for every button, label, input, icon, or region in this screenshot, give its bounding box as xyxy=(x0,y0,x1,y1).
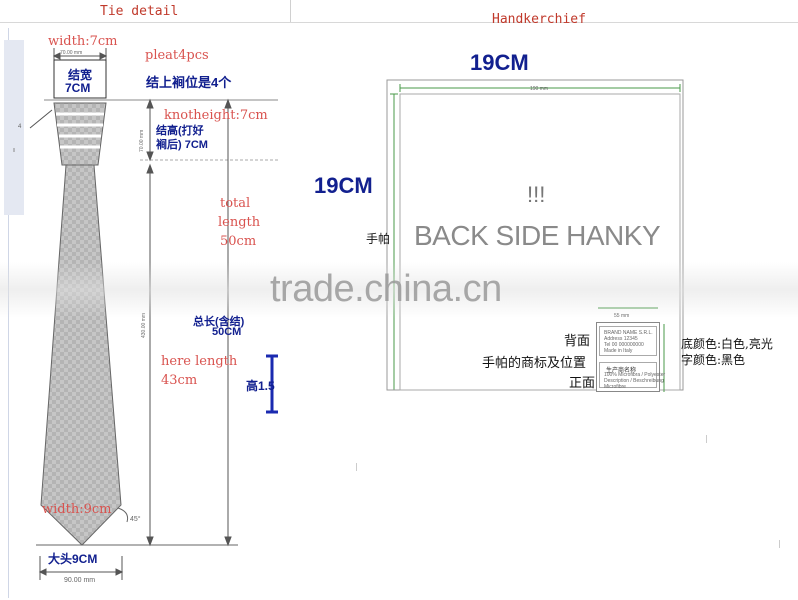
stray-mark xyxy=(779,540,780,548)
knot-width-box-cn: 结宽 xyxy=(68,68,93,82)
logo-line: Address 12345 xyxy=(604,336,638,342)
logo-line: 生产商名称 xyxy=(606,368,637,374)
hanky-left-size: 19CM xyxy=(314,173,373,198)
watermark-band xyxy=(0,262,798,318)
angle-label: 45° xyxy=(130,516,141,523)
knot-height-cn-line1: 结高(打好 xyxy=(156,125,204,137)
hanky-logo-box xyxy=(596,322,660,392)
header-strip xyxy=(0,0,798,23)
hanky-back-label: 背面 xyxy=(564,334,591,349)
logo-line: BRAND NAME S.R.L. xyxy=(604,330,653,336)
tie-knot xyxy=(53,102,107,166)
bottom-width-dimension xyxy=(38,556,124,580)
hanky-text-color: 字颜色:黑色 xyxy=(681,353,746,367)
side-height-mark: 高1.5 xyxy=(246,379,275,393)
total-length-line1: total xyxy=(220,196,251,211)
pleat-label: pleat4pcs xyxy=(145,48,209,63)
hanky-top-mm: 190 mm xyxy=(530,86,549,92)
handkerchief-header: Handkerchief xyxy=(492,12,586,27)
hanky-center-mark: !!! xyxy=(527,182,546,207)
side-bracket xyxy=(266,354,278,414)
total-length-line3: 50cm xyxy=(220,234,257,249)
knot-width-dimension xyxy=(52,48,108,99)
here-length-line2: 43cm xyxy=(161,373,198,388)
left-pointer-mark: 4 xyxy=(18,124,22,130)
total-length-line2: length xyxy=(218,215,261,230)
knot-height-mm: 70.00 mm xyxy=(139,129,145,152)
watermark-text: trade.china.cn xyxy=(270,268,502,310)
logo-line: Microfibre xyxy=(604,384,626,390)
hanky-top-size: 19CM xyxy=(470,50,529,75)
tie-drawing xyxy=(13,48,278,580)
bottom-width-red-label: width:9cm xyxy=(42,502,112,517)
total-length-cn: 总长(含结) xyxy=(193,316,245,328)
hanky-base-color: 底颜色:白色,亮光 xyxy=(681,337,773,351)
hanky-label: 手帕 xyxy=(366,232,391,246)
knot-width-red-label: width:7cm xyxy=(48,34,118,49)
stray-mark xyxy=(706,435,707,443)
pleat-cn-label: 结上裥位是4个 xyxy=(146,75,232,90)
hanky-logo-position-label: 手帕的商标及位置 xyxy=(482,356,587,371)
bottom-width-mm: 90.00 mm xyxy=(64,577,96,584)
hanky-back-side-text: BACK SIDE HANKY xyxy=(414,220,661,251)
bottom-width-cn: 大头9CM xyxy=(48,552,98,566)
logo-line: Made in Italy xyxy=(604,348,633,354)
tie-detail-header: Tie detail xyxy=(100,4,179,19)
here-length-line1: here length xyxy=(161,354,238,369)
total-length-dimension xyxy=(224,98,232,547)
knot-height-cn-line2: 裥后) 7CM xyxy=(156,139,208,151)
knot-height-dimension xyxy=(146,98,154,162)
hanky-logo-top xyxy=(599,326,657,356)
knot-height-red-label: knotheight:7cm xyxy=(164,108,268,123)
knot-width-mm: 70.00 mm xyxy=(60,50,83,56)
logo-line: 100% Microfibra / Polyester xyxy=(604,372,666,378)
stray-mark xyxy=(356,463,357,471)
hanky-front-label: 正面 xyxy=(569,376,596,391)
tie-panel-left-band xyxy=(4,40,24,215)
logo-line: Tel 00 000000000 xyxy=(604,342,644,348)
hanky-logo-bottom xyxy=(599,362,657,388)
total-length-cm: 50CM xyxy=(212,326,242,338)
knot-width-box-cm: 7CM xyxy=(65,81,91,95)
header-divider xyxy=(290,0,291,22)
tie-body xyxy=(40,164,122,546)
here-length-dimension xyxy=(146,163,154,547)
logo-line: Description / Beschreibung xyxy=(604,378,664,384)
